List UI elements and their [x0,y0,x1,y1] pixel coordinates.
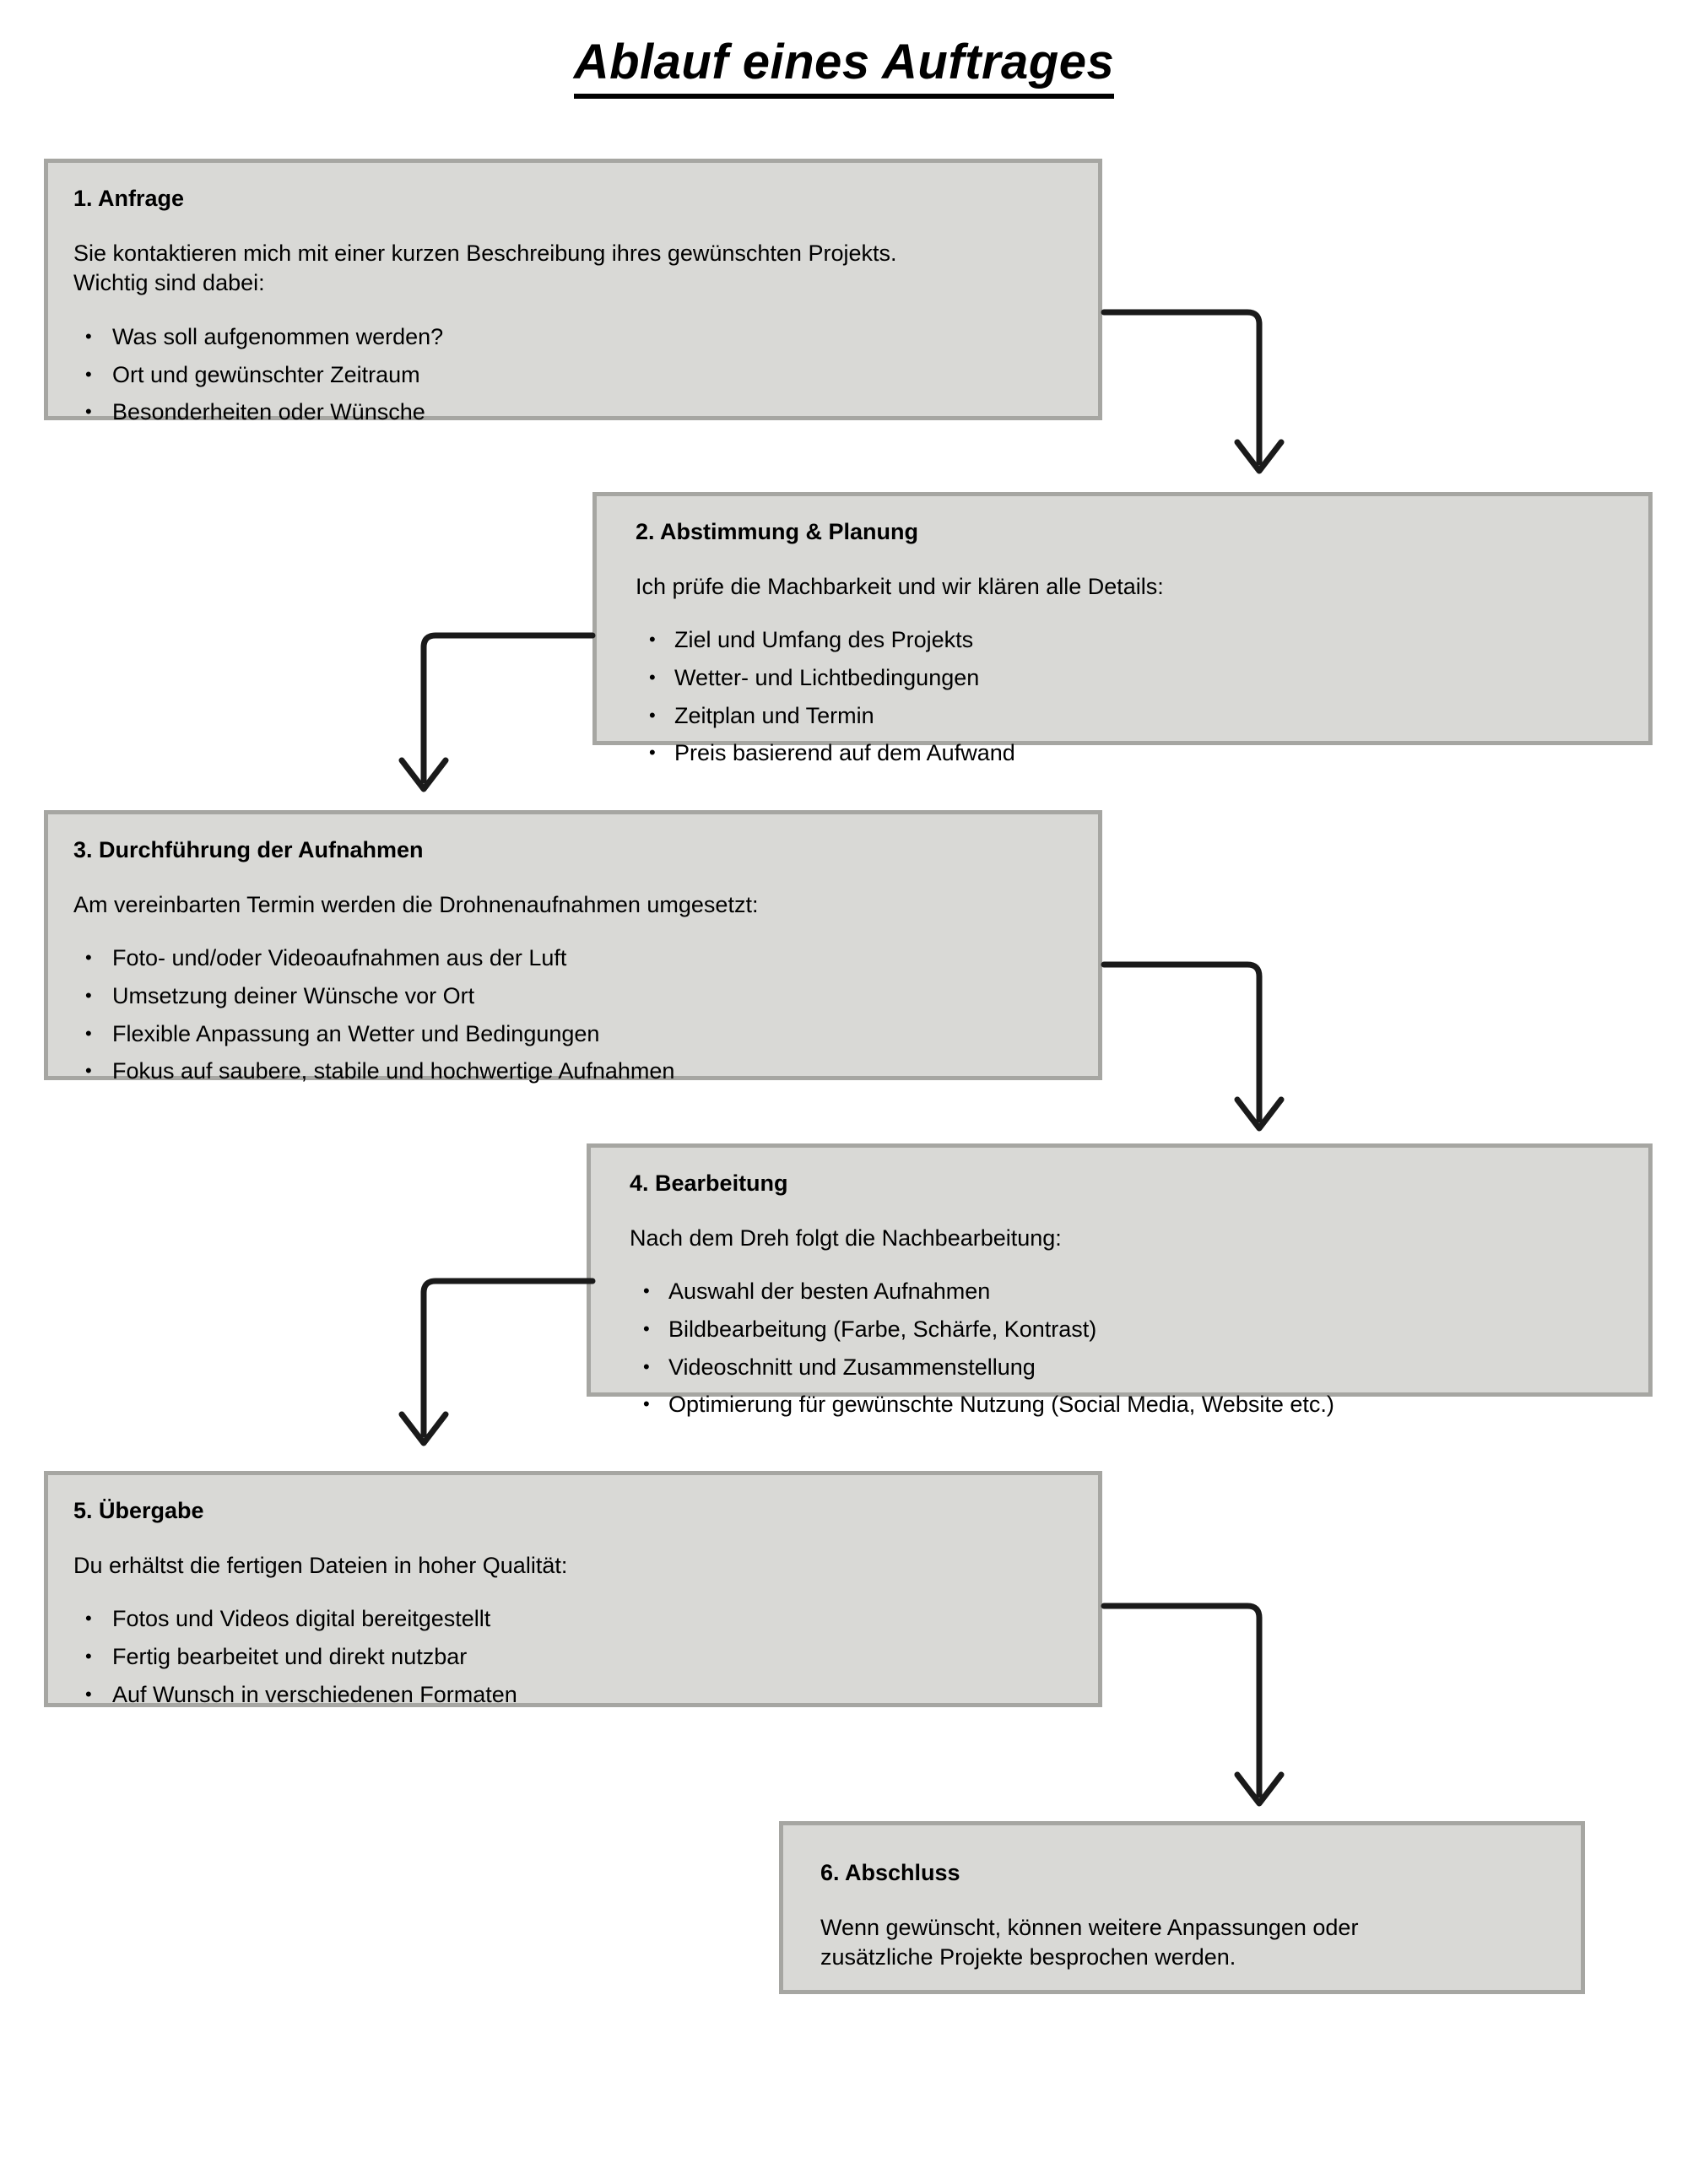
step-3-intro: Am vereinbarten Termin werden die Drohne… [73,891,759,917]
list-item: Fotos und Videos digital bereitgestellt [73,1604,1073,1635]
list-item: Auswahl der besten Aufnahmen [616,1277,1623,1307]
page-title: Ablauf eines Auftrages [0,34,1688,99]
step-box-3[interactable]: 3. Durchführung der Aufnahmen Am vereinb… [44,810,1102,1084]
step-4-bullet-list: Auswahl der besten Aufnahmen Bildbearbei… [616,1277,1623,1420]
arrow-head [398,1411,449,1446]
arrow-line [420,1278,596,1438]
list-item: Foto- und/oder Videoaufnahmen aus der Lu… [73,943,1073,974]
list-item: Fokus auf saubere, stabile und hochwerti… [73,1057,1073,1087]
arrow-line [420,632,596,784]
list-item: Was soll aufgenommen werden? [73,322,1073,353]
list-item: Ort und gewünschter Zeitraum [73,360,1073,391]
step-3-title: 3. Durchführung der Aufnahmen [73,837,424,862]
step-1-bullet-list: Was soll aufgenommen werden? Ort und gew… [73,322,1073,428]
arrow-step2-to-step3 [398,632,596,792]
arrow-step5-to-step6 [1101,1603,1285,1807]
arrow-step4-to-step5 [398,1278,596,1446]
step-6-title: 6. Abschluss [820,1860,960,1885]
list-item: Umsetzung deiner Wünsche vor Ort [73,981,1073,1012]
step-4-intro: Nach dem Dreh folgt die Nachbearbeitung: [630,1224,1062,1251]
list-item: Flexible Anpassung an Wetter und Bedingu… [73,1019,1073,1050]
step-box-6[interactable]: 6. Abschluss Wenn gewünscht, können weit… [779,1821,1585,1994]
list-item: Zeitplan und Termin [622,701,1623,732]
arrow-line [1101,961,1263,1123]
list-item: Bildbearbeitung (Farbe, Schärfe, Kontras… [616,1315,1623,1345]
step-5-bullet-list: Fotos und Videos digital bereitgestellt … [73,1604,1073,1710]
step-box-4[interactable]: 4. Bearbeitung Nach dem Dreh folgt die N… [587,1143,1653,1418]
list-item: Preis basierend auf dem Aufwand [622,738,1623,769]
arrow-head [1234,1096,1285,1132]
arrow-line [1101,309,1263,466]
step-1-title: 1. Anfrage [73,186,185,211]
arrow-head [1234,1771,1285,1807]
step-2-intro: Ich prüfe die Machbarkeit und wir klären… [636,573,1164,599]
list-item: Besonderheiten oder Wünsche [73,397,1073,428]
arrow-step1-to-step2 [1101,309,1285,474]
arrow-line [1101,1603,1263,1798]
list-item: Auf Wunsch in verschiedenen Formaten [73,1680,1073,1711]
list-item: Ziel und Umfang des Projekts [622,625,1623,656]
list-item: Optimierung für gewünschte Nutzung (Soci… [616,1390,1623,1420]
page-title-text: Ablauf eines Auftrages [573,34,1115,99]
arrow-head [1234,439,1285,474]
step-1-intro: Sie kontaktieren mich mit einer kurzen B… [73,240,897,296]
arrow-step3-to-step4 [1101,961,1285,1132]
step-box-1[interactable]: 1. Anfrage Sie kontaktieren mich mit ein… [44,159,1102,425]
list-item: Fertig bearbeitet und direkt nutzbar [73,1642,1073,1673]
step-2-title: 2. Abstimmung & Planung [636,519,919,544]
step-5-intro: Du erhältst die fertigen Dateien in hohe… [73,1552,568,1578]
list-item: Videoschnitt und Zusammenstellung [616,1353,1623,1383]
list-item: Wetter- und Lichtbedingungen [622,663,1623,694]
step-6-intro: Wenn gewünscht, können weitere Anpassung… [820,1914,1359,1970]
step-box-2[interactable]: 2. Abstimmung & Planung Ich prüfe die Ma… [592,492,1653,766]
step-5-title: 5. Übergabe [73,1498,204,1523]
step-box-5[interactable]: 5. Übergabe Du erhältst die fertigen Dat… [44,1471,1102,1707]
arrow-head [398,757,449,792]
step-2-bullet-list: Ziel und Umfang des Projekts Wetter- und… [622,625,1623,769]
step-4-title: 4. Bearbeitung [630,1170,788,1196]
step-3-bullet-list: Foto- und/oder Videoaufnahmen aus der Lu… [73,943,1073,1087]
